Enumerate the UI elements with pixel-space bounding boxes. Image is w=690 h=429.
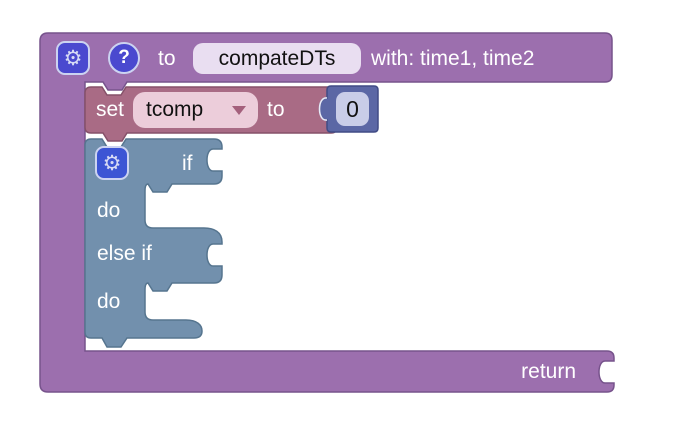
else-if-label: else if [97,242,152,265]
gear-icon[interactable]: ⚙ [56,41,90,75]
set-label: set [96,98,125,121]
variable-dropdown-value: tcomp [146,98,204,121]
variable-dropdown[interactable]: tcomp [133,92,258,128]
to-label: to [158,47,176,70]
if-gear-icon[interactable]: ⚙ [95,146,129,180]
procedure-name-field[interactable]: compateDTs [193,43,361,74]
if-block[interactable] [84,138,223,348]
chevron-down-icon [232,106,246,115]
params-label: with: time1, time2 [371,47,535,70]
return-label: return [521,360,576,383]
number-block-tab-highlight [318,97,328,121]
number-field[interactable]: 0 [336,92,369,126]
procedure-block[interactable] [39,32,615,393]
set-to-label: to [267,98,285,121]
if-label: if [182,152,193,175]
do2-label: do [97,290,121,313]
help-icon[interactable]: ? [108,42,140,74]
do-label: do [97,199,121,222]
